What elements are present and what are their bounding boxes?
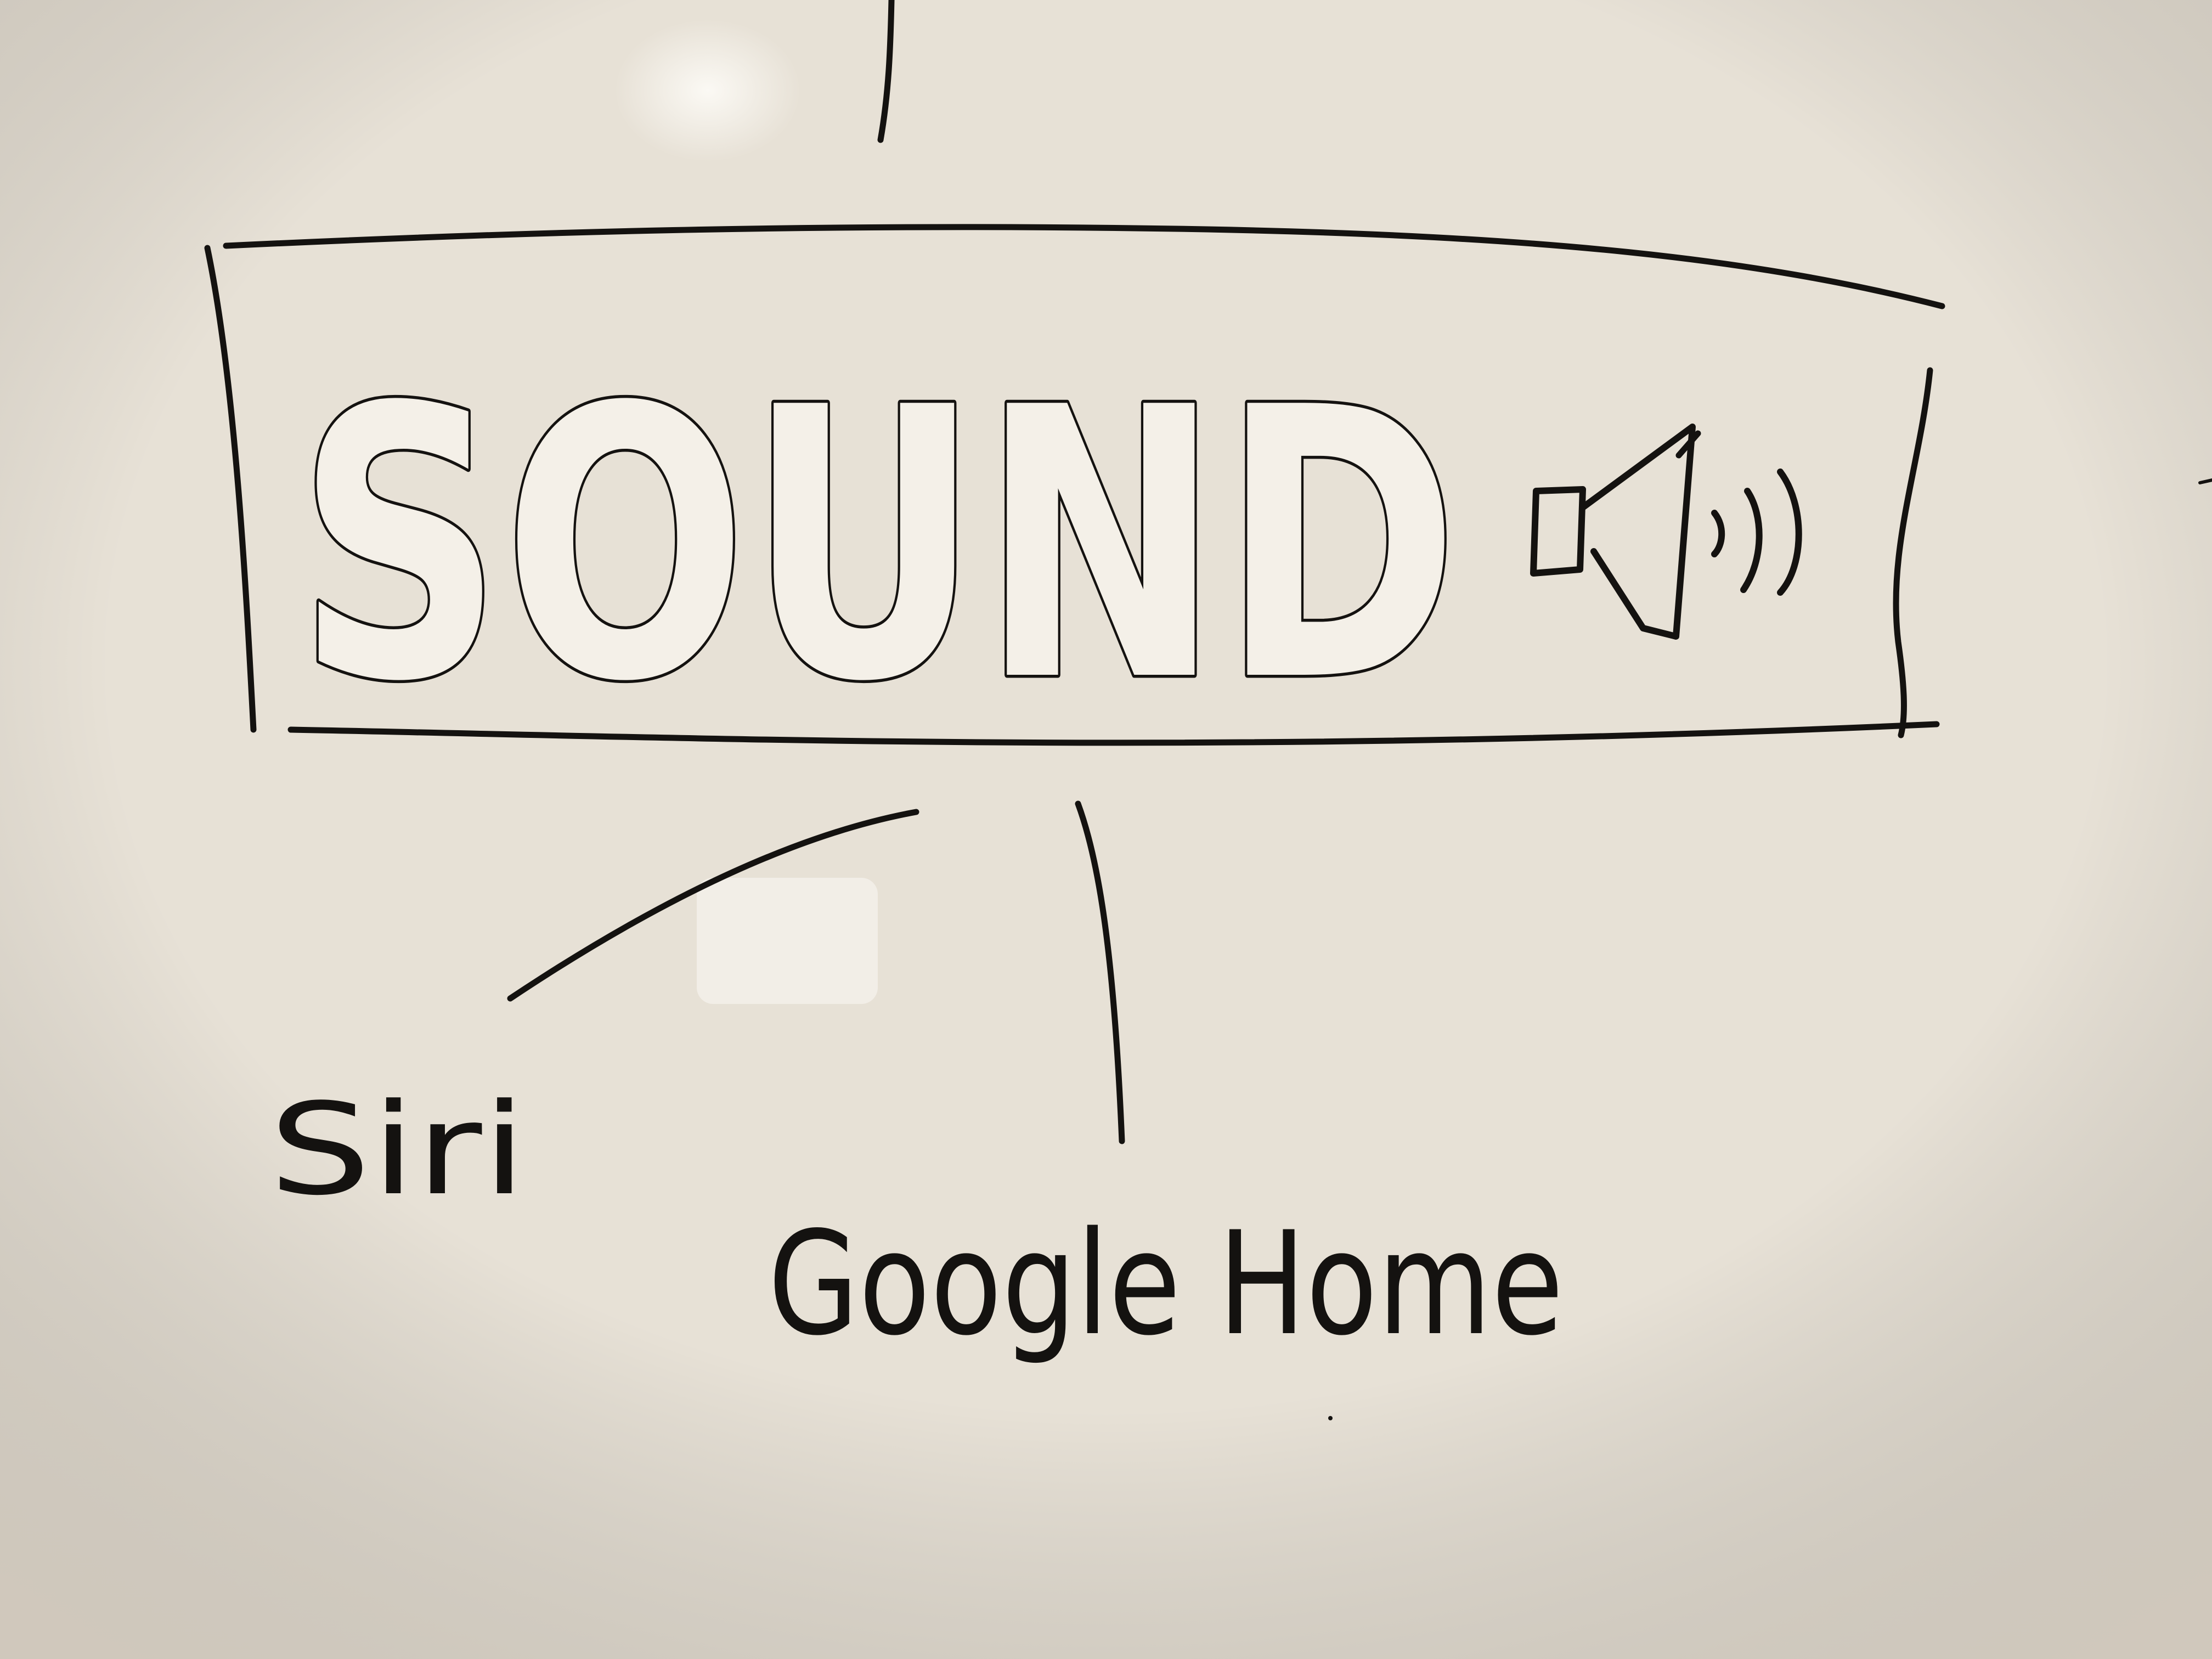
right-edge-mark [2198,478,2212,484]
speaker-volume-icon [1530,424,1802,640]
main-node-label: SOUND [296,329,1459,763]
board-speck [1328,1416,1333,1420]
child-label-siri: Siri [269,1077,527,1223]
connector-line-google-home [1075,800,1125,1144]
child-label-google-home: Google Home [768,1201,1564,1367]
main-node-box [204,224,1945,746]
connector-line-siri [507,809,919,1002]
top-connector-line [877,0,895,143]
